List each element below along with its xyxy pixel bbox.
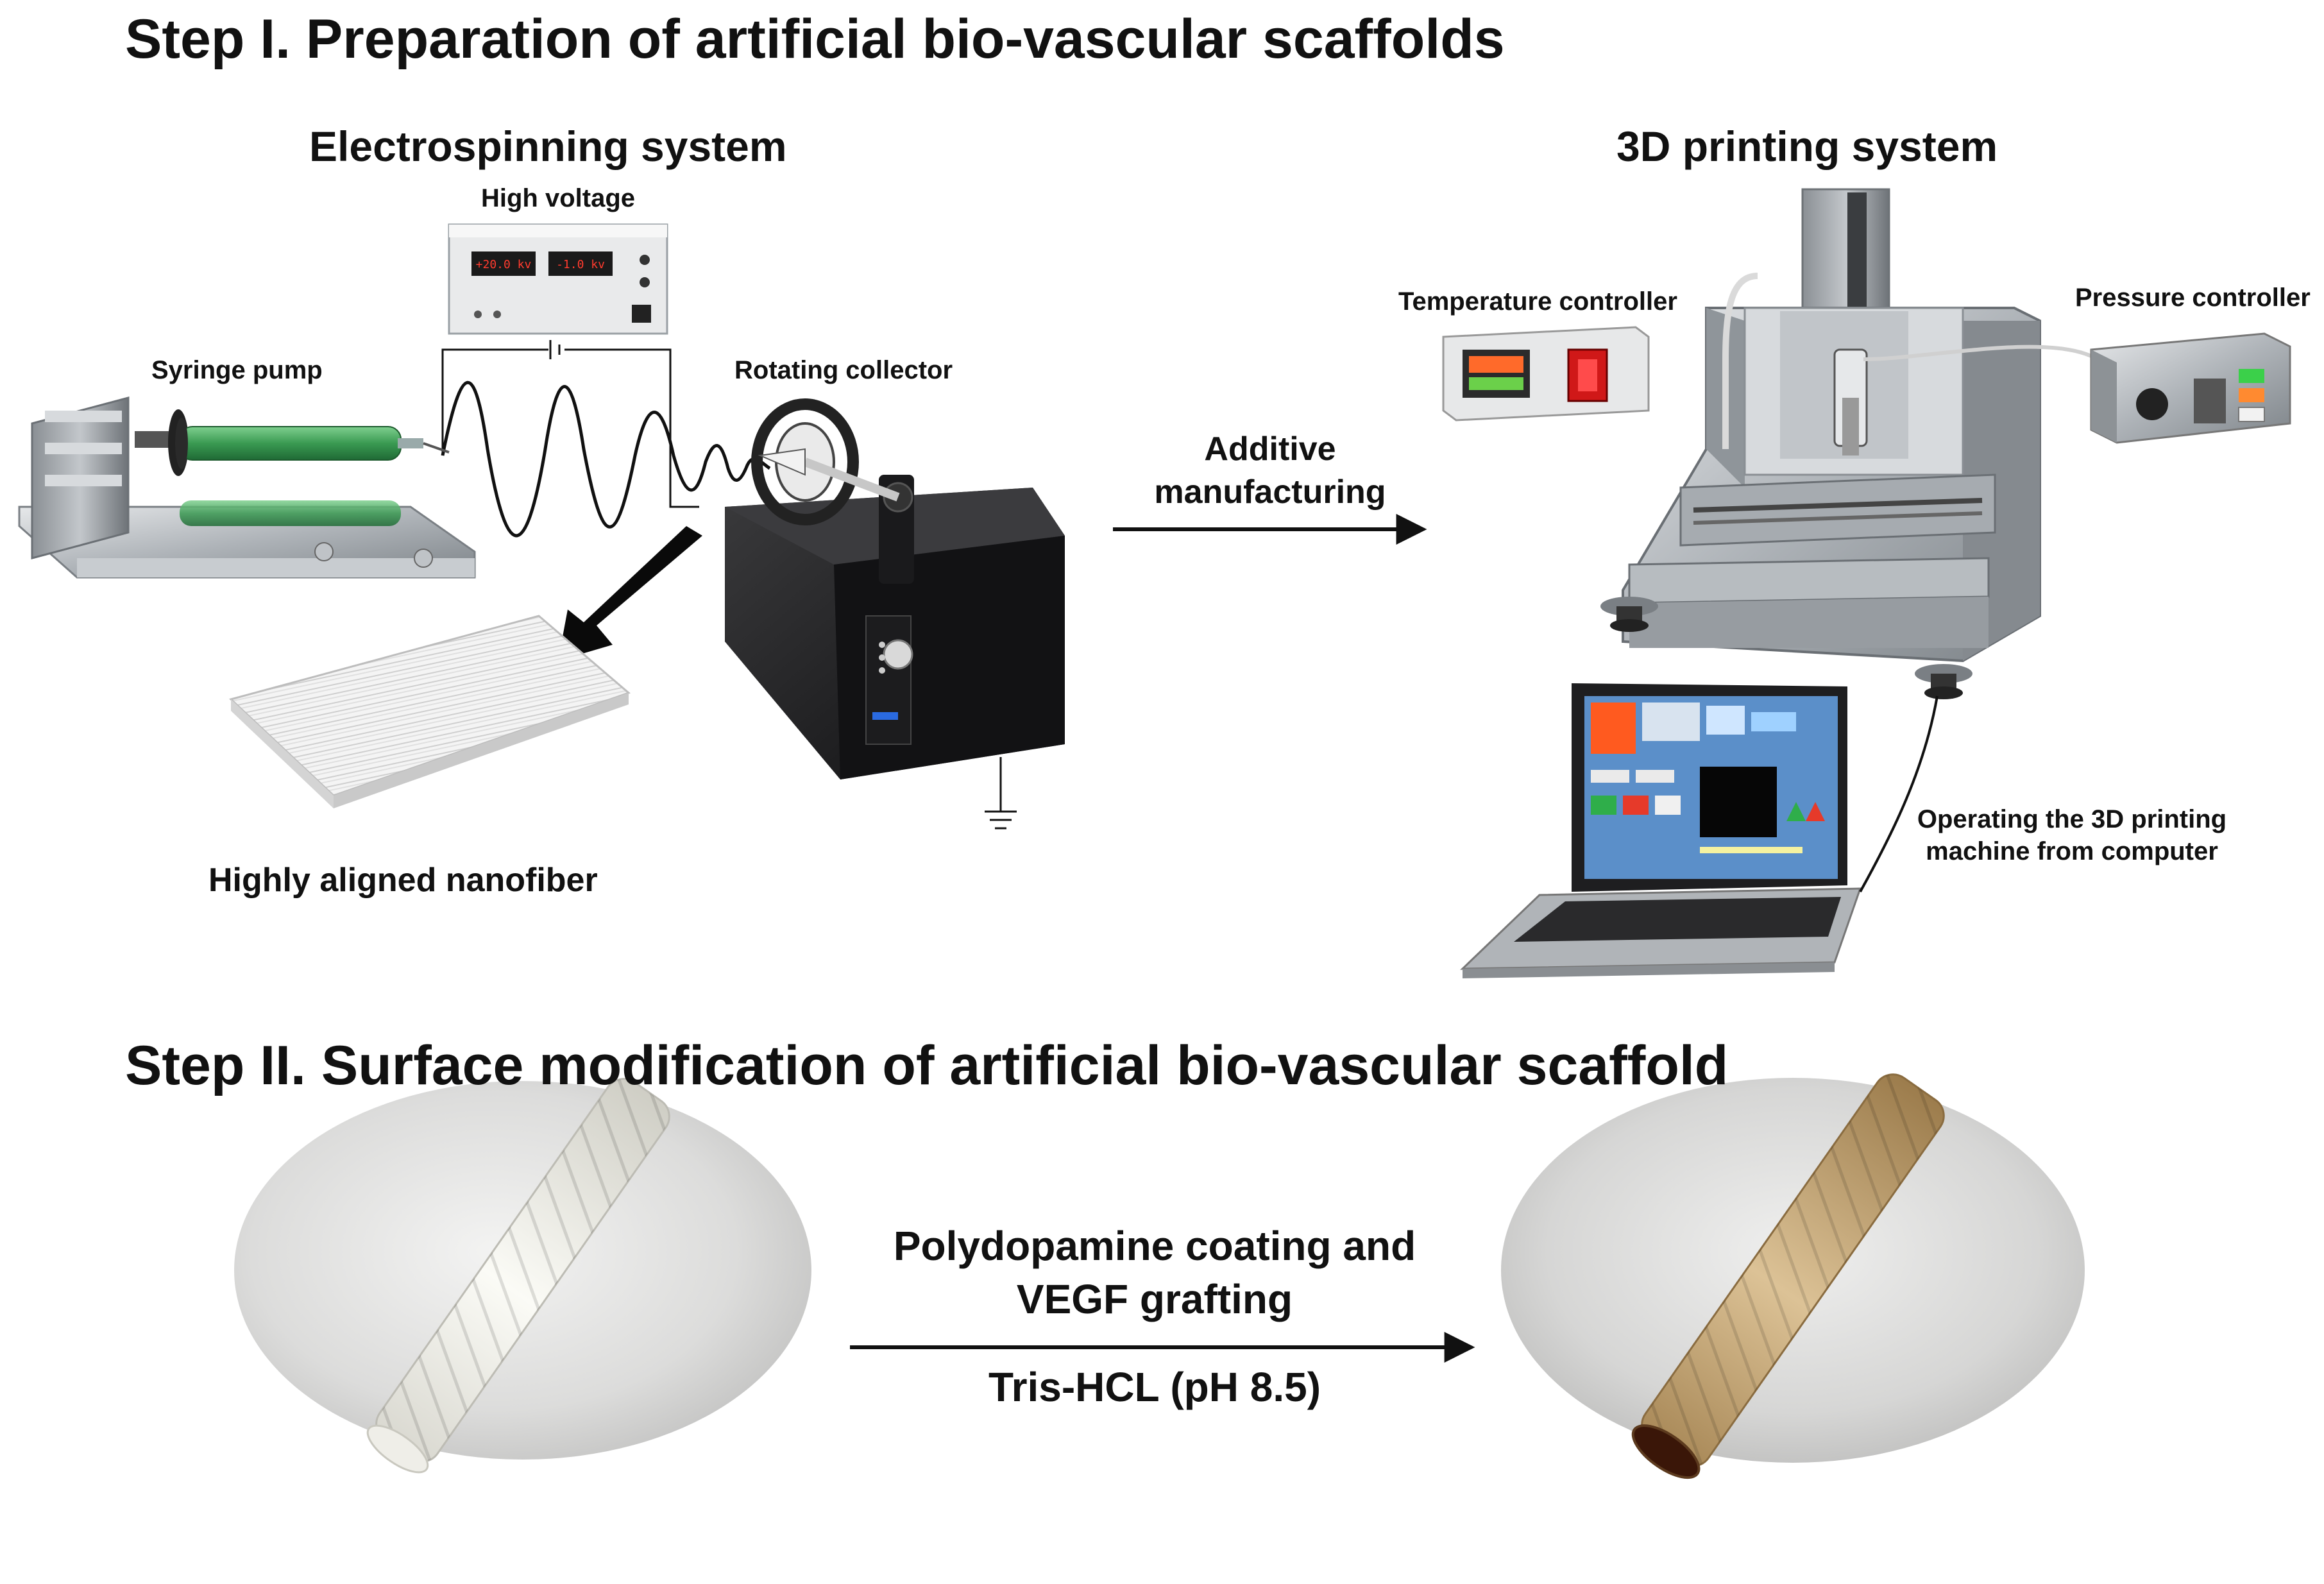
hv-display-left: +20.0 kv: [476, 258, 532, 271]
electrospinning-jet: [441, 380, 771, 538]
pressure-controller: [2090, 332, 2291, 444]
step1-title: Step I. Preparation of artificial bio-va…: [125, 8, 1505, 70]
scaffold-before-photo: [234, 1078, 811, 1474]
laptop-cable: [1859, 695, 1938, 892]
nanofiber-arrow: [558, 526, 702, 661]
manufacturing-label: manufacturing: [1154, 473, 1386, 511]
pressure-controller-label: Pressure controller: [2075, 284, 2311, 312]
vegf-label: VEGF grafting: [1016, 1276, 1293, 1322]
high-voltage-label: High voltage: [481, 184, 636, 212]
step2-title: Step II. Surface modification of artific…: [125, 1035, 1729, 1096]
polydopamine-label: Polydopamine coating and: [893, 1223, 1416, 1269]
additive-label: Additive: [1204, 430, 1336, 468]
syringe-pump-label: Syringe pump: [151, 356, 323, 384]
scaffold-after-photo: [1501, 1073, 2085, 1479]
operating-label-line2: machine from computer: [1926, 837, 2218, 865]
rotating-collector-label: Rotating collector: [734, 356, 953, 384]
printing-system-title: 3D printing system: [1616, 123, 1998, 170]
temperature-controller: [1442, 326, 1650, 422]
3d-printer: [1600, 188, 2092, 699]
electrospinning-title: Electrospinning system: [309, 123, 787, 170]
tris-hcl-label: Tris-HCL (pH 8.5): [988, 1364, 1321, 1410]
rotating-collector: [725, 398, 1065, 830]
operating-label-line1: Operating the 3D printing: [1917, 805, 2227, 833]
nanofiber-label: Highly aligned nanofiber: [208, 862, 598, 899]
circuit-wires: [441, 340, 699, 508]
syringe-pump: [18, 396, 476, 579]
nanofiber-mat: [229, 615, 631, 808]
hv-display-right: -1.0 kv: [556, 258, 605, 271]
temperature-controller-label: Temperature controller: [1398, 287, 1677, 316]
high-voltage-supply: +20.0 kv -1.0 kv: [448, 223, 668, 335]
laptop: [1460, 683, 1862, 978]
